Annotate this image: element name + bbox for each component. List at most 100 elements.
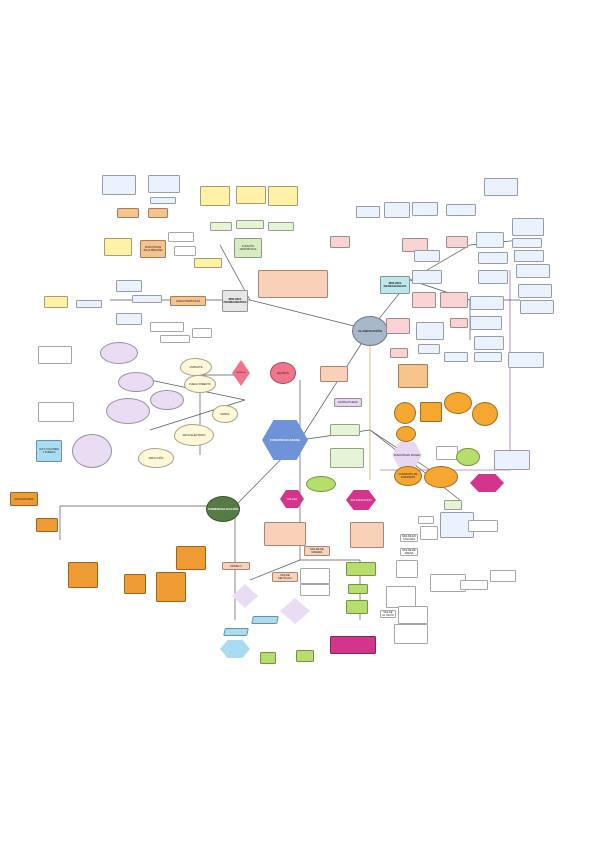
hornos-node[interactable]: HORNOS xyxy=(232,360,250,386)
arco-electrico-node[interactable]: ARCO ELÉCTRICO xyxy=(174,424,214,446)
proc-box-6 xyxy=(450,318,468,328)
green-node xyxy=(456,448,480,466)
centrifuga-node[interactable]: FUNCIÓN CENTRÍFUGA xyxy=(234,238,262,258)
desc-r24 xyxy=(418,344,440,354)
text-block-d xyxy=(104,238,132,256)
funcion-molde-node[interactable]: FUNCIÓN EN MOLDE xyxy=(392,442,422,468)
label-arena: MOLDE DE ARENA xyxy=(400,548,418,556)
desc-r1 xyxy=(356,206,380,218)
note-center-1 xyxy=(320,366,348,382)
note-small-3 xyxy=(160,335,190,343)
note-yc xyxy=(436,446,458,460)
text-block-i xyxy=(236,186,266,204)
baja-presion-node[interactable]: FUNCIÓN EN BAJA PRESIÓN xyxy=(140,240,166,258)
text-block-a xyxy=(102,175,136,195)
horno-desc-3 xyxy=(150,390,184,410)
orange-box-2 xyxy=(68,562,98,588)
modelo-madera-box[interactable]: MOLDE DE MADERA xyxy=(304,546,330,556)
desc-r21 xyxy=(416,322,444,340)
desc-r8 xyxy=(514,250,544,262)
desc-r23 xyxy=(414,250,440,262)
modelo-metal-box[interactable]: MOLDE METÁLICO xyxy=(272,572,298,582)
moldes-desechables-node[interactable]: MOLDES DESECHABLES xyxy=(380,276,410,294)
mantenimiento-note xyxy=(44,296,68,308)
note-center-2 xyxy=(330,424,360,436)
note-vacio xyxy=(398,606,428,624)
horno-desc-4 xyxy=(106,398,150,424)
modelo-box[interactable]: MODELO xyxy=(222,562,250,570)
note-box-1 xyxy=(38,346,72,364)
lime-small-2 xyxy=(296,650,314,662)
proc-box-7 xyxy=(386,318,410,334)
molde-bullet-1 xyxy=(132,295,162,303)
moldes-permanentes-node[interactable]: MOLDES PERMANENTES xyxy=(222,290,248,312)
desc-r14 xyxy=(474,336,504,350)
comercializacion-node[interactable]: COMERCIALIZACIÓN xyxy=(206,496,240,522)
io-2 xyxy=(223,628,249,636)
text-block-g xyxy=(194,258,222,268)
desc-r15 xyxy=(516,264,550,278)
cubilote-node[interactable]: CUBILOTE xyxy=(180,358,212,376)
equipos-node[interactable]: EQUIPOS xyxy=(270,362,296,384)
proc-box-1 xyxy=(330,236,350,248)
desc-r20 xyxy=(444,352,468,362)
desc-r19 xyxy=(474,352,502,362)
desc-r5 xyxy=(484,178,518,196)
crisol-node[interactable]: CRISOL xyxy=(212,405,238,423)
madera-desc xyxy=(300,568,330,584)
text-block-l xyxy=(236,220,264,229)
desc-r18 xyxy=(508,352,544,368)
hex-cyan xyxy=(220,640,250,658)
note-center-3 xyxy=(330,448,364,468)
molde-bullet-4 xyxy=(76,300,102,308)
text-block-c xyxy=(150,197,176,204)
magenta-hex xyxy=(470,474,504,492)
proc-box-3 xyxy=(446,236,468,248)
caracteristicas-node[interactable]: CARACTERÍSTICAS xyxy=(170,296,206,306)
note-box-g3 xyxy=(468,520,498,532)
orange-box-1 xyxy=(36,518,58,532)
madera-desc2 xyxy=(300,584,330,596)
solidificacion-hex[interactable]: SOLIDIFICACIÓN xyxy=(346,490,376,510)
molde-bullet-2 xyxy=(116,280,142,292)
colada-hex[interactable]: COLADA xyxy=(280,490,304,508)
text-block-e xyxy=(168,232,194,242)
yellow-note-1 xyxy=(398,364,428,388)
text-block-j xyxy=(268,186,298,206)
note-box-g5 xyxy=(420,526,438,540)
desc-r16 xyxy=(518,284,552,298)
clasificacion-node[interactable]: CLASIFICACIÓN xyxy=(352,316,388,346)
horno-desc-5 xyxy=(72,434,112,468)
centrifugado-circle[interactable]: FUNDICIÓN DE INVERSIÓN xyxy=(394,466,422,486)
note-box-g4 xyxy=(418,516,434,524)
note-r2 xyxy=(490,570,516,582)
desc-r3 xyxy=(412,202,438,216)
horno-desc-1 xyxy=(100,342,138,364)
note-box-g1 xyxy=(444,500,462,510)
text-block-m xyxy=(268,222,294,231)
proc-box-8 xyxy=(390,348,408,358)
alto-volumen-node[interactable]: ALTO VOLUMEN Y PUREZA xyxy=(36,440,62,462)
orange-box-4 xyxy=(156,572,186,602)
io-1 xyxy=(251,616,279,624)
estructuras-node[interactable]: ESTRUCTURAS xyxy=(334,398,362,407)
orange-box-5 xyxy=(176,546,206,570)
solid-desc xyxy=(350,522,384,548)
lime-small-1 xyxy=(260,652,276,664)
text-block-b xyxy=(148,175,180,193)
circle-node-5 xyxy=(424,466,458,488)
desc-r6 xyxy=(512,218,544,236)
description-box xyxy=(258,270,328,298)
desc-r4 xyxy=(446,204,476,216)
note-arena-desc xyxy=(396,560,418,578)
aplicaciones-box[interactable]: APLICACIONES xyxy=(10,492,38,506)
proc-box-4 xyxy=(412,292,436,308)
circle-node-3 xyxy=(444,392,472,414)
desc-r22 xyxy=(412,270,442,284)
fuego-directo-node[interactable]: FUEGO DIRECTO xyxy=(184,375,216,393)
desc-r11 xyxy=(478,270,508,284)
induccion-node[interactable]: INDUCCIÓN xyxy=(138,448,174,468)
desc-r17 xyxy=(520,300,554,314)
